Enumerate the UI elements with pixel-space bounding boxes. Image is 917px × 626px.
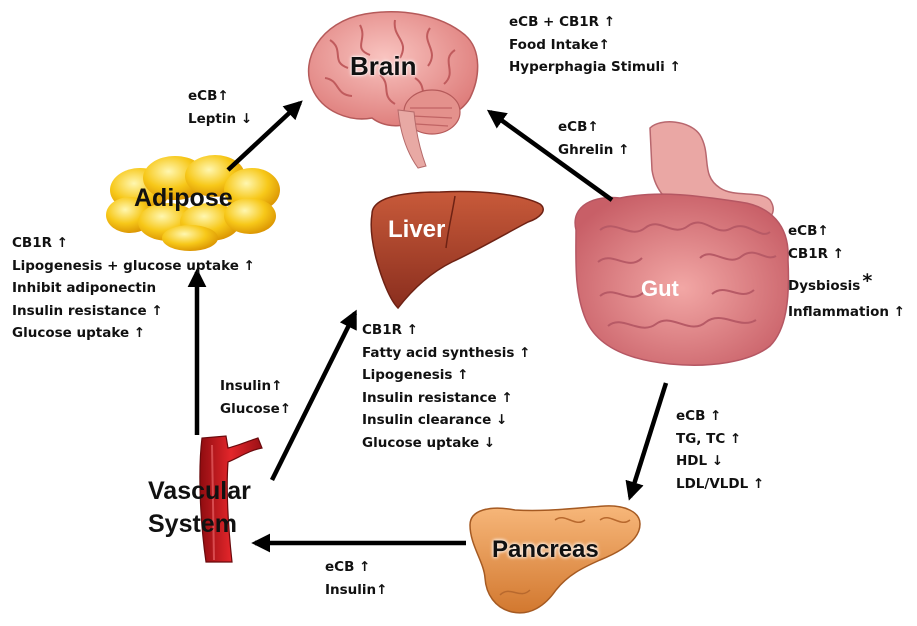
- adipose-effects-text: CB1R ↑ Lipogenesis + glucose uptake ↑ In…: [12, 232, 255, 345]
- brain-effects-text: eCB + CB1R ↑ Food Intake↑ Hyperphagia St…: [509, 11, 681, 79]
- annotation-line: Lipogenesis + glucose uptake ↑: [12, 255, 255, 278]
- annotation-line: Inhibit adiponectin: [12, 277, 255, 300]
- annotation-line: Ghrelin ↑: [558, 139, 629, 162]
- annotation-line-dysbiosis: Dysbiosis*: [788, 270, 905, 298]
- annotation-line: Insulin↑: [220, 375, 291, 398]
- organ-label-gut: Gut: [641, 276, 679, 302]
- annotation-line: Insulin clearance ↓: [362, 409, 530, 432]
- annotation-line: Insulin resistance ↑: [362, 387, 530, 410]
- adipose-to-brain-text: eCB↑ Leptin ↓: [188, 85, 252, 130]
- arrow-gut-to-pancreas: [630, 383, 666, 497]
- annotation-line: LDL/VLDL ↑: [676, 473, 764, 496]
- annotation-line: Fatty acid synthesis ↑: [362, 342, 530, 365]
- annotation-line: Food Intake↑: [509, 34, 681, 57]
- gut-effects-text: eCB↑ CB1R ↑ Dysbiosis* Inflammation ↑: [788, 220, 905, 323]
- annotation-line: eCB + CB1R ↑: [509, 11, 681, 34]
- annotation-line: HDL ↓: [676, 450, 764, 473]
- annotation-line: Lipogenesis ↑: [362, 364, 530, 387]
- vascular-to-liver-text: Insulin↑ Glucose↑: [220, 375, 291, 420]
- organ-label-pancreas: Pancreas: [492, 536, 599, 564]
- organ-label-vascular-line1: Vascular: [148, 475, 251, 508]
- organ-label-adipose: Adipose: [134, 184, 233, 213]
- liver-illustration: [371, 192, 543, 309]
- annotation-line: Leptin ↓: [188, 108, 252, 131]
- annotation-line: eCB ↑: [325, 556, 387, 579]
- annotation-line: Insulin resistance ↑: [12, 300, 255, 323]
- liver-effects-text: CB1R ↑ Fatty acid synthesis ↑ Lipogenesi…: [362, 319, 530, 454]
- annotation-line: CB1R ↑: [362, 319, 530, 342]
- footnote-marker: *: [862, 270, 872, 292]
- gut-to-pancreas-text: eCB ↑ TG, TC ↑ HDL ↓ LDL/VLDL ↑: [676, 405, 764, 495]
- pancreas-to-vascular-text: eCB ↑ Insulin↑: [325, 556, 387, 601]
- annotation-line: Insulin↑: [325, 579, 387, 602]
- annotation-line: eCB↑: [558, 116, 629, 139]
- organ-label-liver: Liver: [388, 216, 445, 244]
- annotation-text: Dysbiosis: [788, 278, 860, 294]
- brain-illustration: [309, 12, 478, 168]
- organ-label-vascular-line2: System: [148, 508, 251, 541]
- annotation-line: Glucose uptake ↑: [12, 322, 255, 345]
- annotation-line: Glucose uptake ↓: [362, 432, 530, 455]
- annotation-line: eCB↑: [188, 85, 252, 108]
- annotation-line: CB1R ↑: [788, 243, 905, 266]
- annotation-line: eCB ↑: [676, 405, 764, 428]
- annotation-line: eCB↑: [788, 220, 905, 243]
- annotation-line: Hyperphagia Stimuli ↑: [509, 56, 681, 79]
- annotation-line: Glucose↑: [220, 398, 291, 421]
- annotation-line: TG, TC ↑: [676, 428, 764, 451]
- annotation-line: Inflammation ↑: [788, 301, 905, 324]
- gut-to-brain-text: eCB↑ Ghrelin ↑: [558, 116, 629, 161]
- organ-label-vascular-system: Vascular System: [148, 475, 251, 541]
- annotation-line: CB1R ↑: [12, 232, 255, 255]
- organ-label-brain: Brain: [350, 51, 416, 82]
